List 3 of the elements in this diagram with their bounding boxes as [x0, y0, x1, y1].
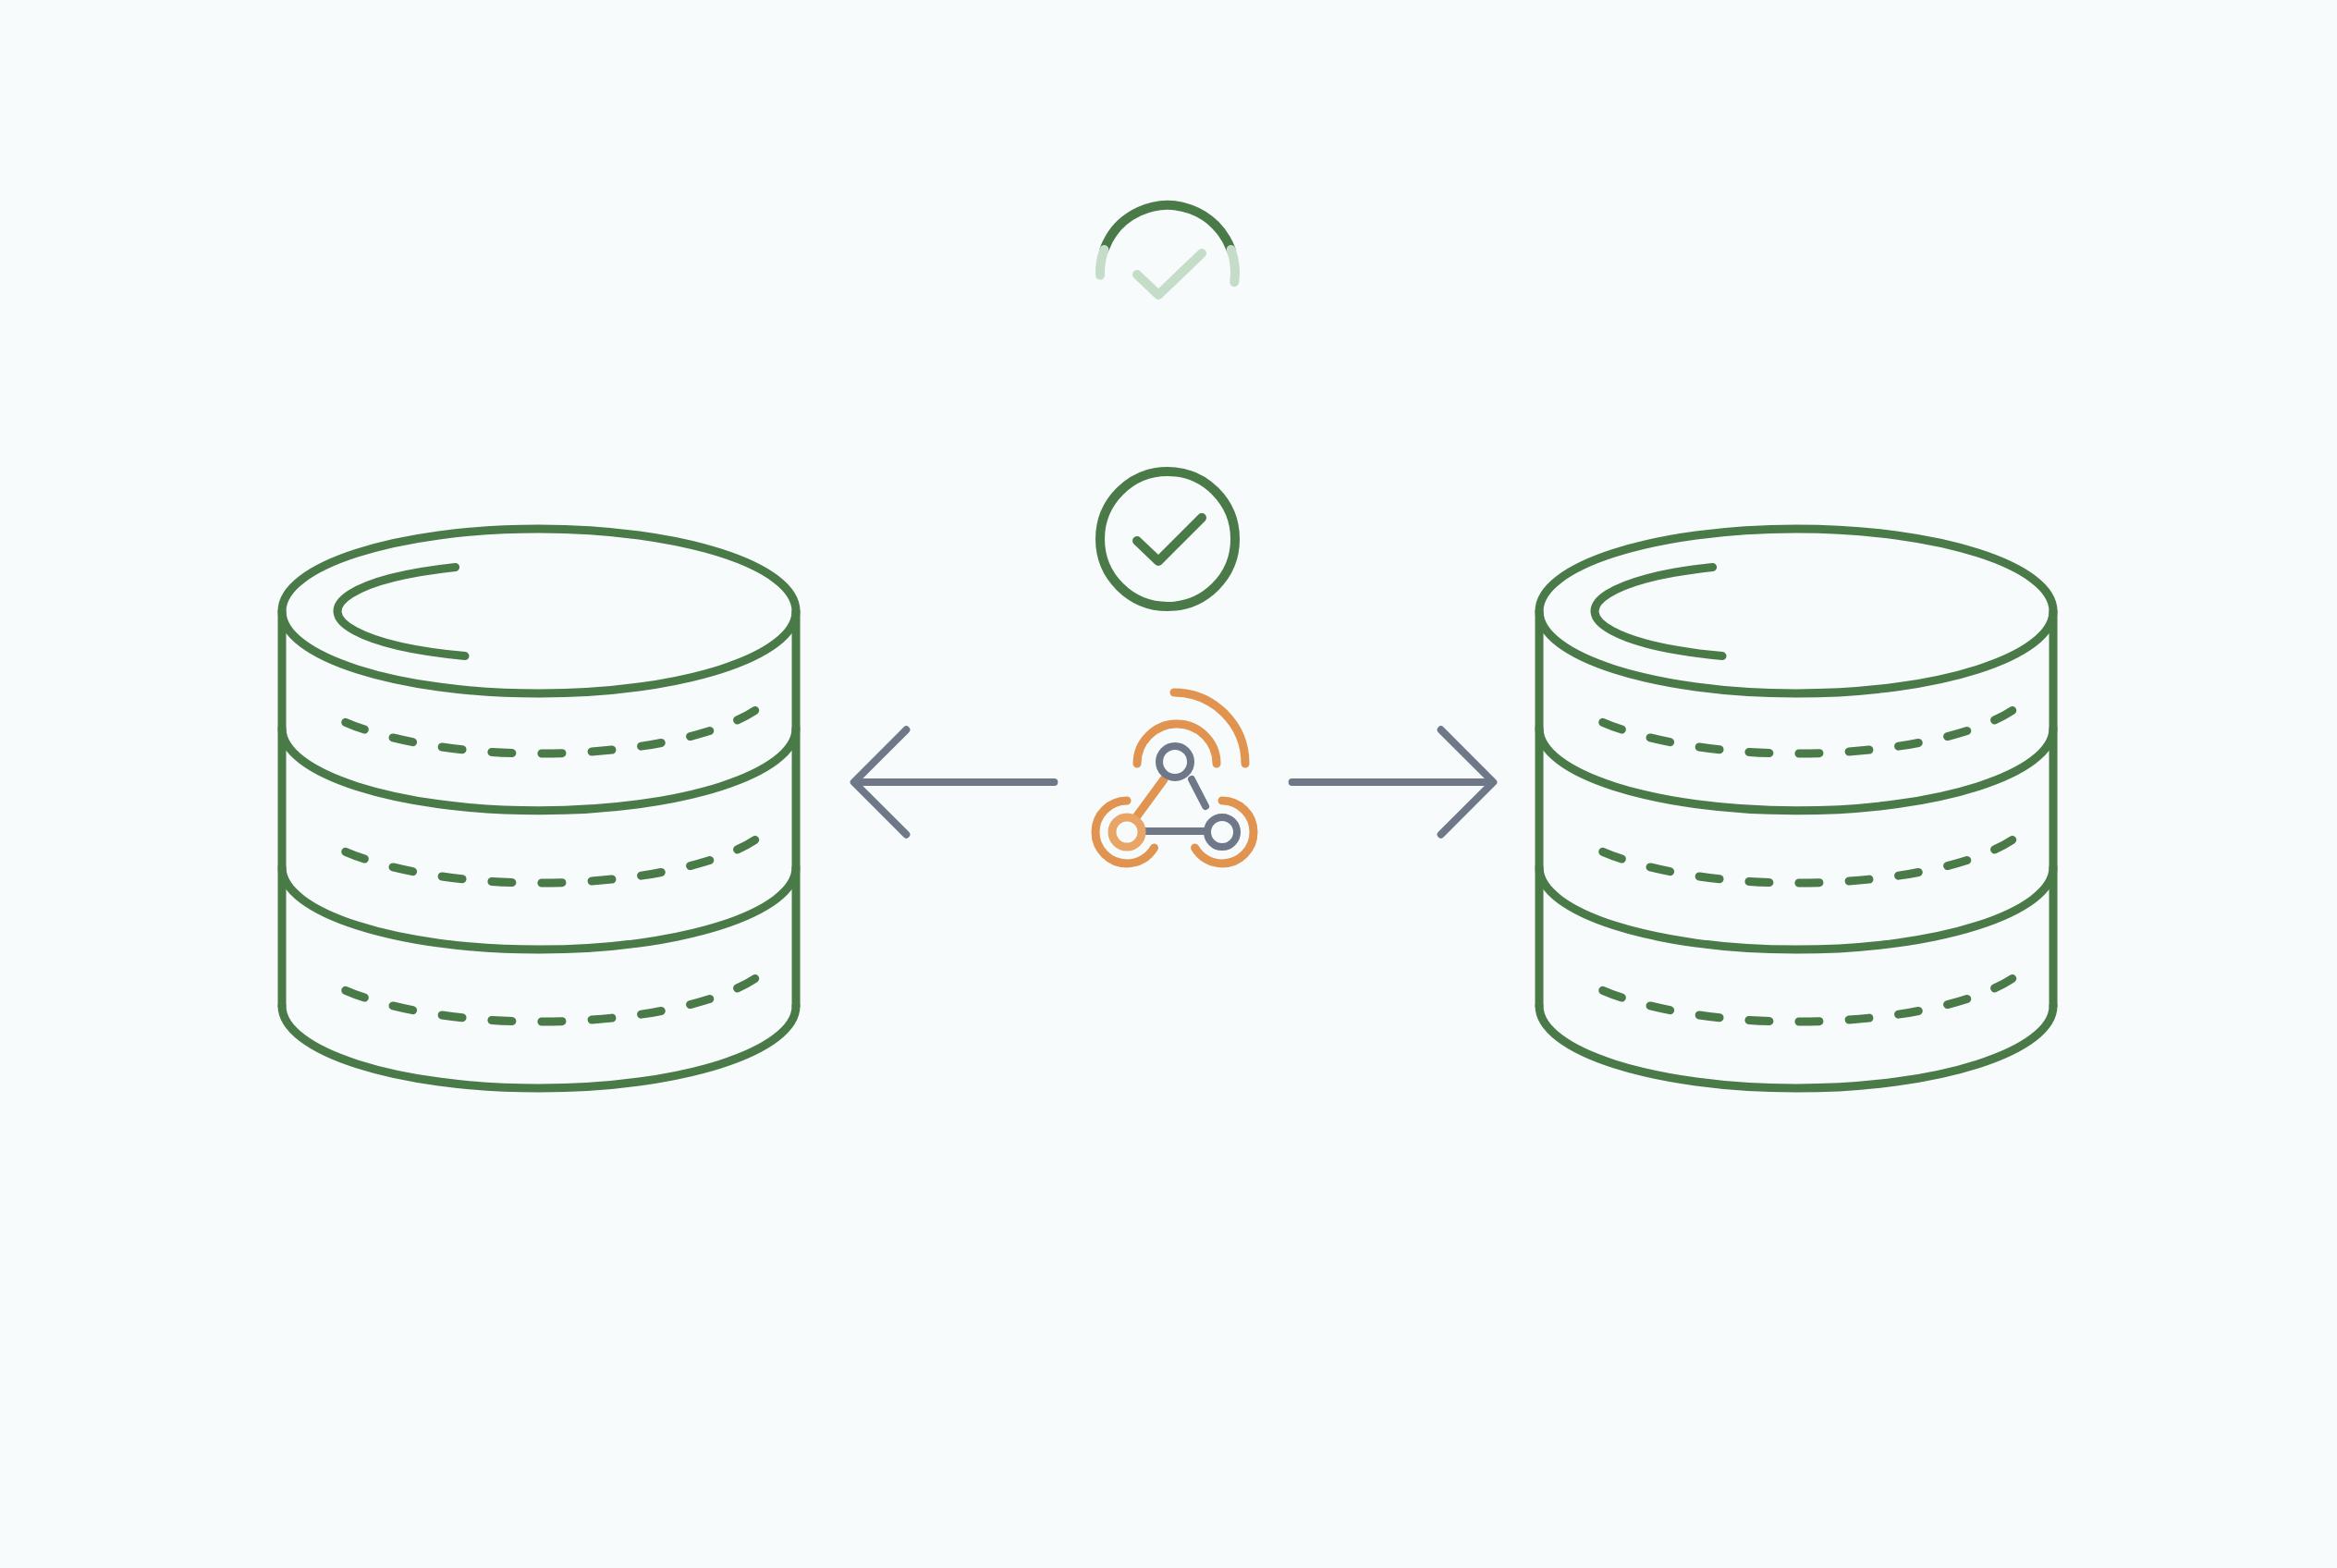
database-cylinder — [1535, 524, 2058, 1093]
network-icon — [1091, 688, 1258, 868]
database-cylinder — [277, 524, 801, 1093]
